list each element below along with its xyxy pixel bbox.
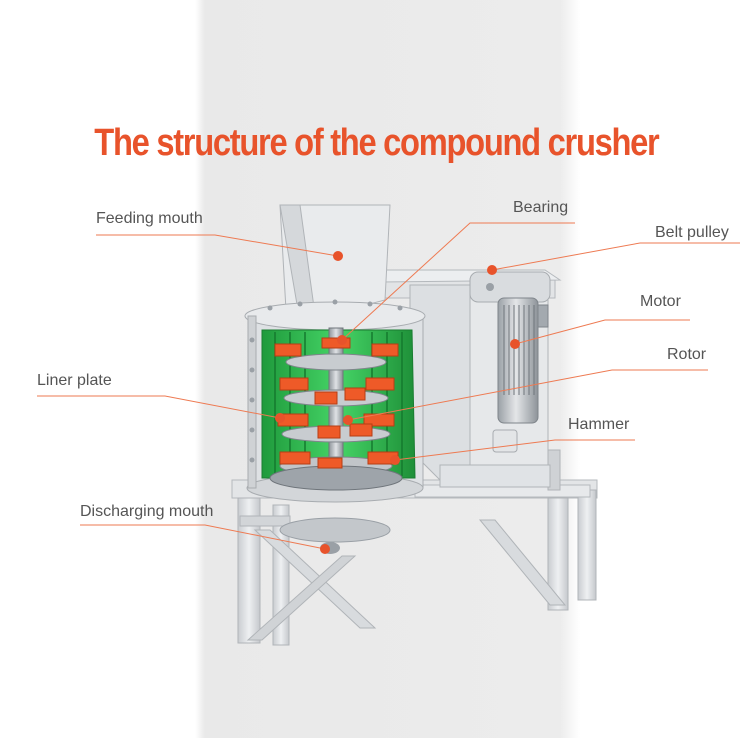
leader-line-belt-pulley	[491, 242, 740, 271]
label-feeding-mouth: Feeding mouth	[96, 210, 203, 227]
callout-dot-feeding-mouth	[333, 251, 343, 261]
diagram-title: The structure of the compound crusher	[94, 122, 659, 164]
leader-line-bearing	[341, 222, 575, 341]
callout-dot-discharging-mouth	[320, 544, 330, 554]
leader-line-liner-plate	[37, 395, 281, 419]
label-motor: Motor	[640, 293, 681, 310]
belt-pulley	[469, 271, 551, 303]
callout-dot-rotor	[343, 415, 353, 425]
leader-line-hammer	[394, 439, 635, 461]
discharging-chute	[279, 517, 391, 554]
label-discharging-mouth: Discharging mouth	[80, 503, 214, 520]
leader-line-motor	[514, 319, 690, 345]
base-frame	[231, 479, 598, 646]
hammers	[274, 337, 399, 469]
leader-line-feeding-mouth	[96, 234, 339, 257]
callout-dot-belt-pulley	[487, 265, 497, 275]
callout-dot-hammer	[390, 455, 400, 465]
label-rotor: Rotor	[667, 346, 707, 363]
label-hammer: Hammer	[568, 416, 630, 433]
callout-dot-motor	[510, 339, 520, 349]
label-belt-pulley: Belt pulley	[655, 224, 729, 241]
leader-line-rotor	[347, 369, 708, 421]
callout-dot-bearing	[337, 335, 347, 345]
label-liner-plate: Liner plate	[37, 372, 112, 389]
label-bearing: Bearing	[513, 199, 569, 216]
leader-line-discharging-mouth	[80, 524, 326, 550]
callout-dot-liner-plate	[275, 413, 285, 423]
